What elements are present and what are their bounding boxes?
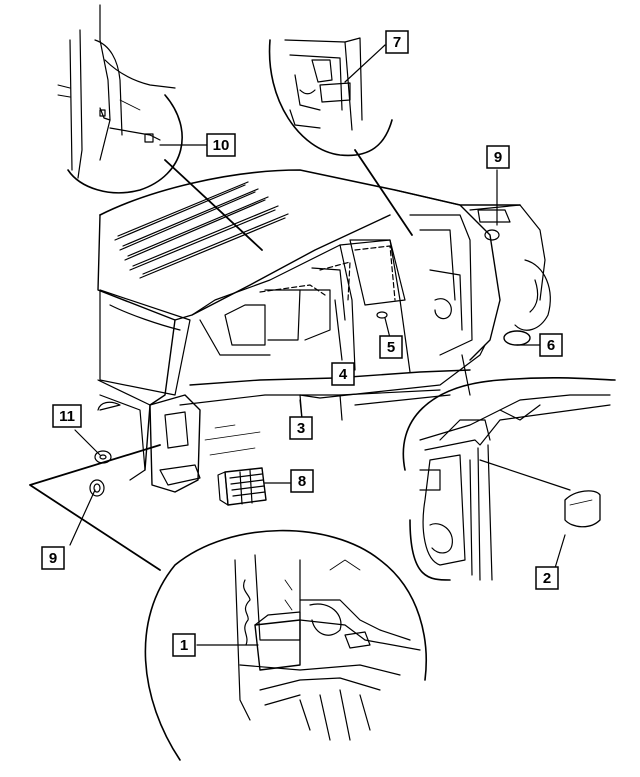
leader-line-7: [344, 44, 386, 83]
callout-4: 4: [331, 362, 355, 386]
plug-9-lower: [89, 479, 105, 497]
callout-10: 10: [206, 133, 236, 157]
callout-11: 11: [52, 404, 82, 428]
svg-text:2: 2: [543, 570, 551, 587]
callout-5: 5: [379, 335, 403, 359]
leader-line-to-detail-1: [29, 444, 161, 571]
svg-text:6: 6: [547, 337, 555, 354]
svg-text:5: 5: [387, 339, 395, 356]
detail-view-roof-pillar: [57, 4, 183, 194]
svg-text:11: 11: [59, 408, 75, 425]
leader-line-10-to-roof: [164, 159, 263, 251]
vehicle-body: [97, 169, 551, 506]
leader-line-3: [299, 394, 303, 419]
callout-9-lower: 9: [41, 546, 65, 570]
svg-text:1: 1: [180, 637, 188, 654]
svg-text:3: 3: [297, 420, 305, 437]
callout-7: 7: [385, 30, 409, 54]
svg-text:4: 4: [339, 366, 348, 383]
svg-text:7: 7: [393, 34, 401, 51]
leader-line-9-lower: [69, 489, 96, 546]
svg-text:9: 9: [49, 550, 57, 567]
callout-6: 6: [539, 333, 563, 357]
leader-line-2: [554, 534, 566, 569]
callout-3: 3: [289, 416, 313, 440]
svg-text:8: 8: [298, 473, 306, 490]
callout-1: 1: [172, 633, 196, 657]
detail-view-b-pillar: [268, 37, 393, 157]
leader-line-to-detail-2: [461, 354, 471, 396]
detail-view-rear-cargo: [144, 529, 427, 761]
leader-line-4: [334, 299, 343, 361]
leader-line-7-to-body: [354, 149, 413, 236]
leader-line-11: [74, 429, 101, 456]
leader-line-5: [384, 317, 391, 339]
callout-2: 2: [535, 566, 559, 590]
callout-9-top: 9: [486, 145, 510, 169]
side-vent-grille: [217, 467, 267, 506]
detail-view-a-pillar: [402, 376, 616, 581]
svg-text:10: 10: [213, 137, 230, 154]
svg-text:9: 9: [494, 149, 502, 166]
callout-8: 8: [290, 469, 314, 493]
